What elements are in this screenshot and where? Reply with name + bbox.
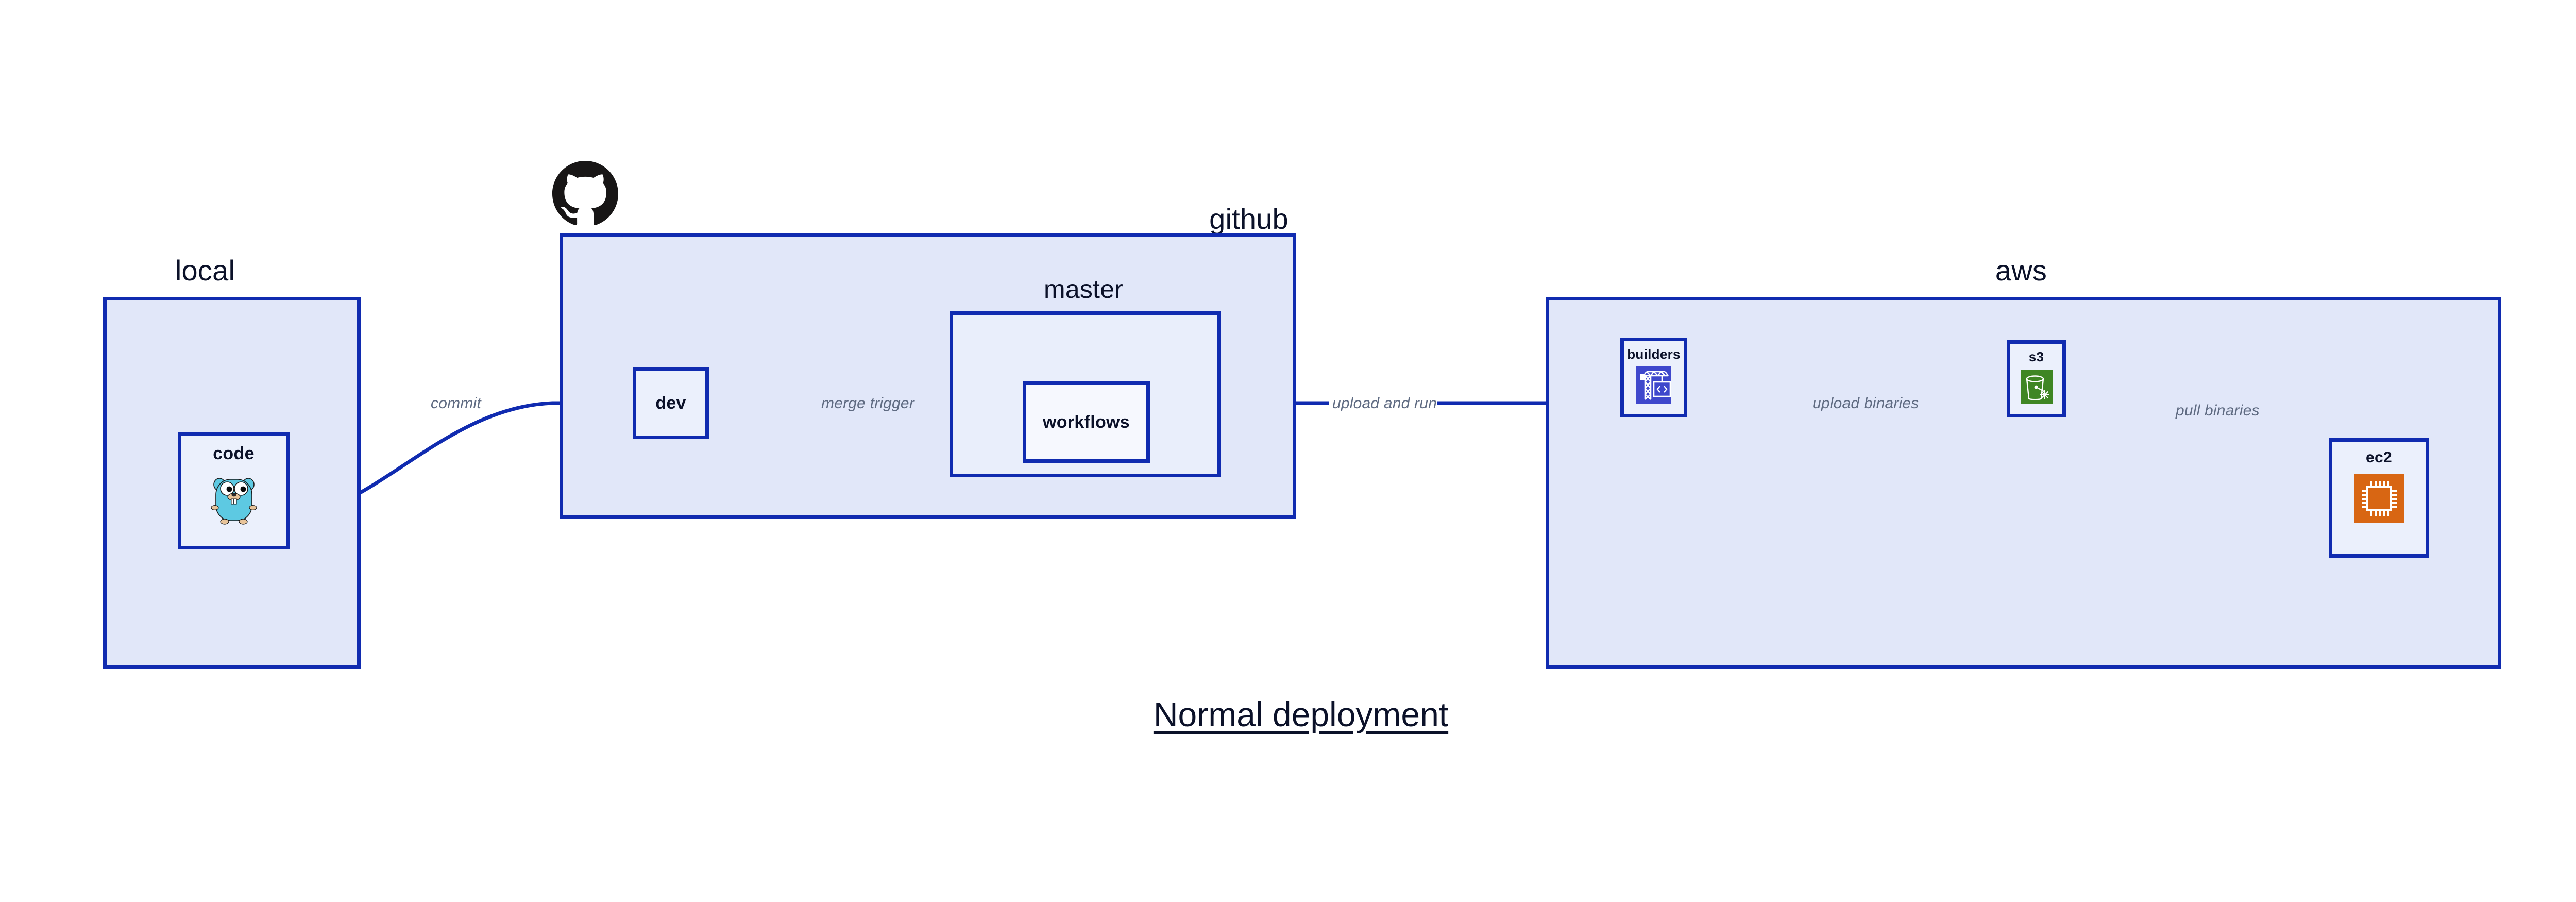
group-title-local: local — [175, 254, 235, 287]
github-octocat-logo — [552, 161, 618, 227]
edge-label-commit: commit — [431, 395, 481, 412]
node-label-ec2: ec2 — [2366, 449, 2392, 466]
node-s3[interactable]: s3 — [2007, 340, 2066, 417]
node-code[interactable]: code — [178, 432, 290, 549]
edge-label-upload-binaries: upload binaries — [1812, 395, 1919, 412]
ec2-chip-icon — [2354, 474, 2404, 526]
node-dev[interactable]: dev — [633, 367, 709, 439]
node-label-builders: builders — [1627, 346, 1681, 362]
edge-label-upload-and-run: upload and run — [1332, 395, 1437, 412]
node-workflows[interactable]: workflows — [1023, 381, 1150, 463]
node-label-workflows: workflows — [1043, 412, 1130, 432]
group-title-github: github — [1209, 203, 1289, 235]
group-title-master: master — [1043, 275, 1124, 304]
node-builders-content[interactable]: builders — [1620, 338, 1687, 417]
codebuild-icon — [1636, 366, 1671, 406]
node-label-code: code — [213, 444, 255, 463]
node-label-dev: dev — [655, 393, 686, 413]
diagram-caption: Normal deployment — [1153, 695, 1449, 733]
group-title-aws: aws — [1995, 254, 2047, 287]
go-gopher-icon — [210, 472, 258, 527]
edge-label-pull-binaries: pull binaries — [2176, 402, 2260, 419]
node-ec2[interactable]: ec2 — [2329, 438, 2429, 558]
node-label-s3: s3 — [2028, 349, 2044, 364]
s3-bucket-icon — [2020, 370, 2053, 407]
edge-label-merge-trigger: merge trigger — [821, 395, 915, 412]
